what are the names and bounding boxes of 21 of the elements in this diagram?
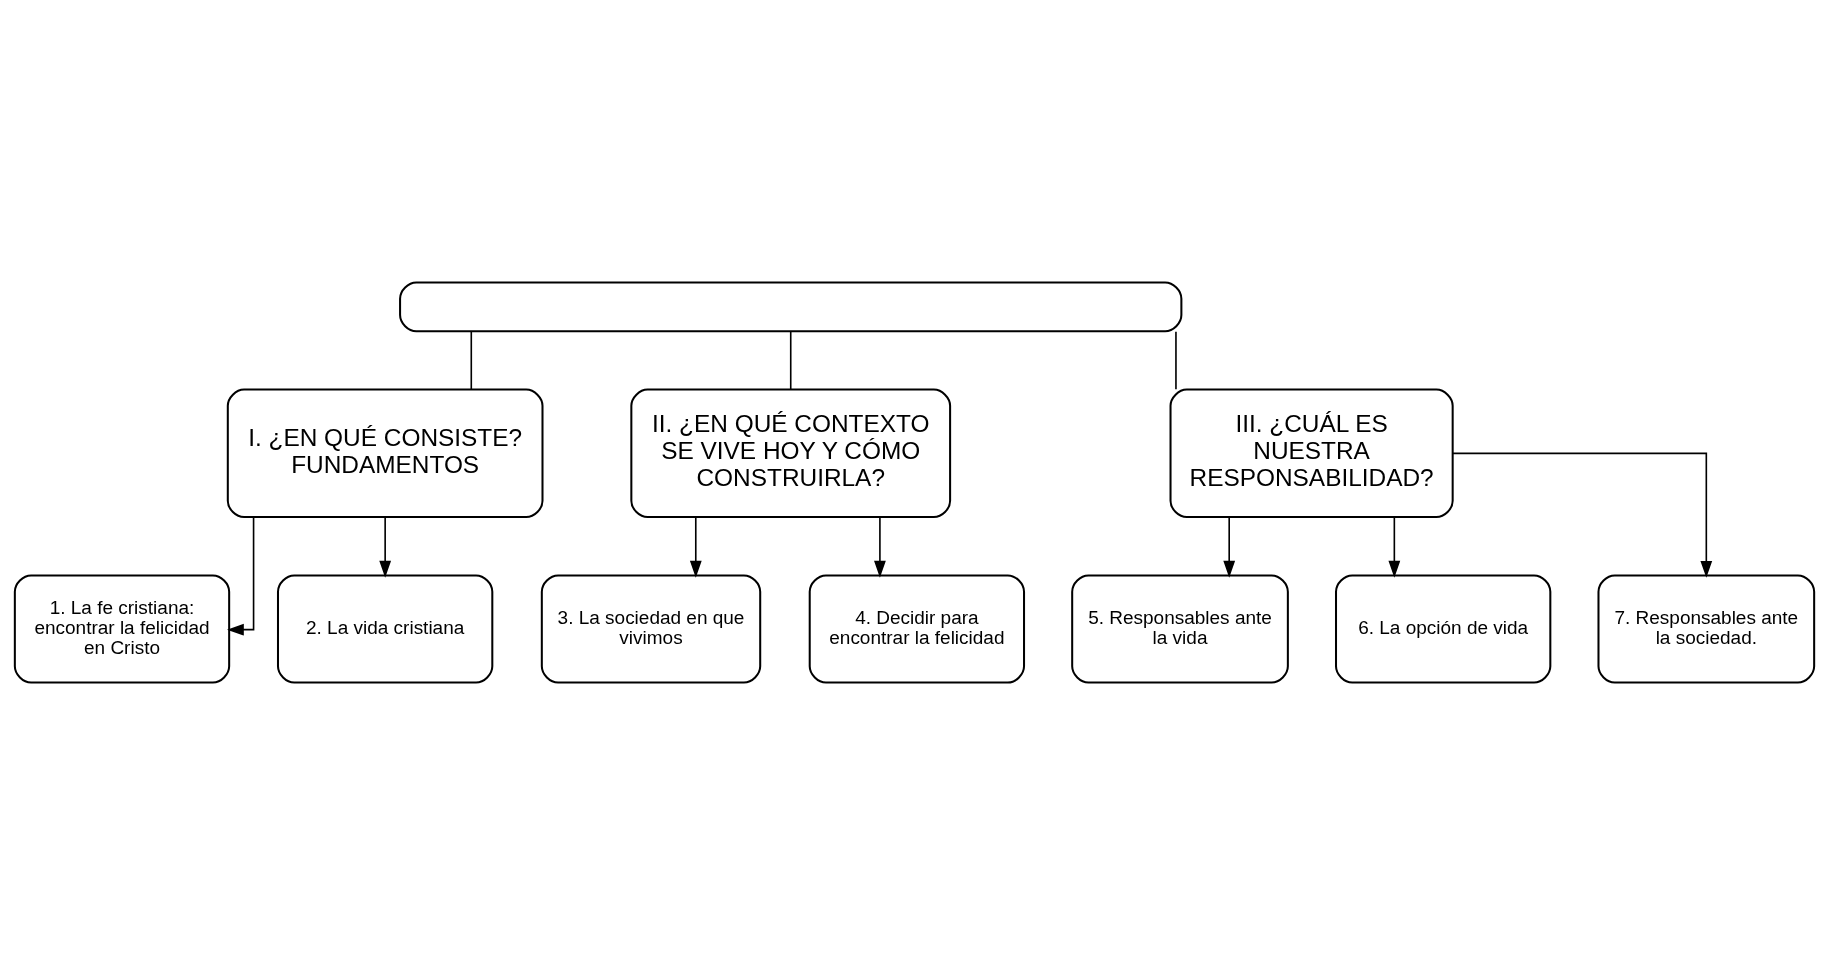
node-box: 7. Responsables ante la sociedad.: [1597, 573, 1816, 684]
node-box: III. ¿CUÁL ES NUESTRA RESPONSABILIDAD?: [1169, 388, 1454, 518]
arrow: [1223, 515, 1236, 578]
arrow: [1452, 452, 1713, 578]
node-box: 1. La fe cristiana: encontrar la felicidad en Cristo: [13, 573, 231, 684]
node-box: 4. Decidir para encontrar la felicidad: [808, 573, 1026, 684]
connector: [470, 330, 473, 390]
connector: [1175, 330, 1177, 390]
node-box: I. ¿EN QUÉ CONSISTE? FUNDAMENTOS: [226, 388, 544, 518]
arrow: [379, 515, 392, 578]
connector: [789, 330, 792, 390]
arrow: [874, 515, 886, 578]
node-box: 2. La vida cristiana: [276, 573, 494, 684]
node-box: 3. La sociedad en que vivimos: [540, 573, 762, 684]
arrow: [689, 515, 702, 578]
arrow: [227, 516, 255, 636]
node-box: II. ¿EN QUÉ CONTEXTO SE VIVE HOY Y CÓMO CONSTRUIRLA?: [630, 388, 952, 518]
arrow: [1388, 515, 1401, 578]
node-box: [399, 280, 1183, 332]
node-box: 5. Responsables ante la vida: [1071, 573, 1289, 684]
node-box: 6. La opción de vida: [1335, 573, 1552, 684]
